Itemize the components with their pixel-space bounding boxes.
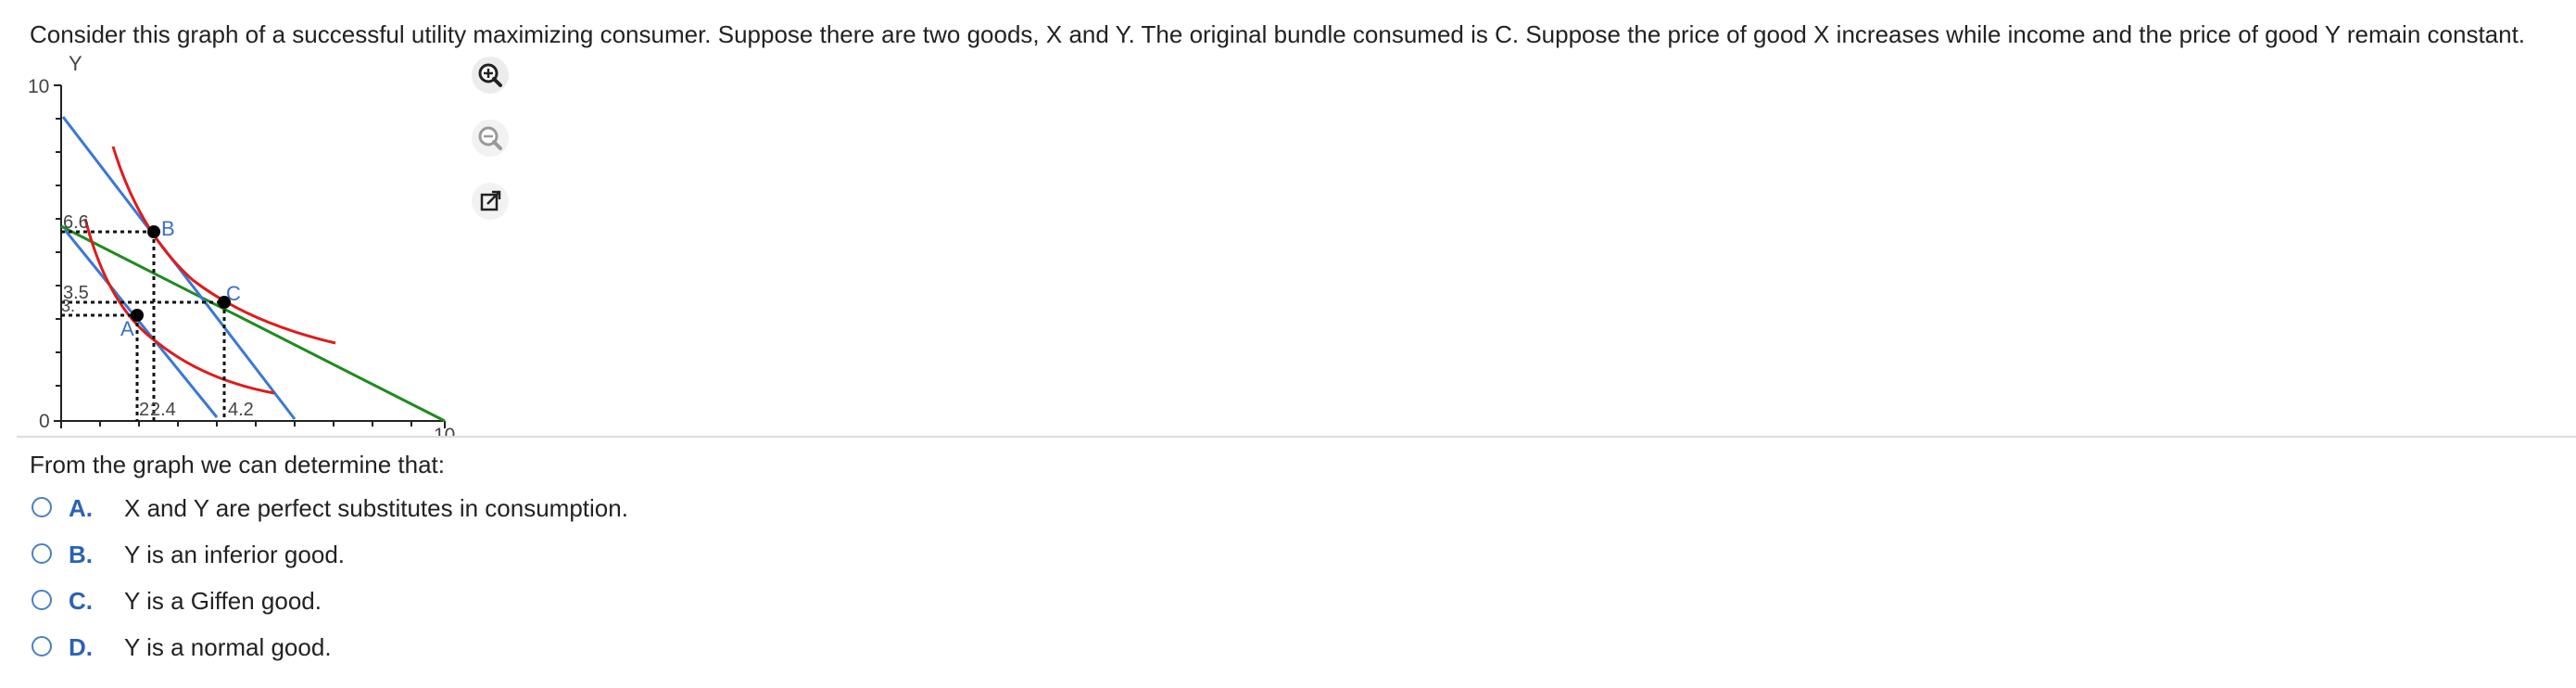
radio-button[interactable] <box>32 497 52 517</box>
choice-letter: D. <box>69 633 93 661</box>
point-b-marker <box>147 225 160 238</box>
dotted-guides <box>61 230 226 421</box>
radio-button[interactable] <box>32 590 52 610</box>
y-axis-label: Y <box>69 52 82 75</box>
question-text: Consider this graph of a successful util… <box>30 20 2526 48</box>
zoom-out-icon <box>472 120 509 157</box>
y-label-c: 3.5 <box>63 283 89 303</box>
budget-line-blue-inner <box>63 229 219 418</box>
x-ticks <box>60 421 446 428</box>
budget-line-green <box>60 224 446 423</box>
section-divider <box>17 436 2576 438</box>
point-a-label: A <box>120 317 134 340</box>
point-b-label: B <box>161 217 175 240</box>
question-prompt: From the graph we can determine that: <box>30 451 446 478</box>
x-label-b: 2.4 <box>150 400 176 420</box>
indifference-curve-lower <box>83 218 275 395</box>
origin-label: 0 <box>39 411 50 432</box>
choice-letter: B. <box>69 541 93 568</box>
y-top-tick-label: 10 <box>28 76 49 97</box>
radio-button[interactable] <box>32 543 52 564</box>
economics-graph: Y 10 0 10 6.6 3.5 3. 2 2.4 4.2 B C A <box>28 52 455 436</box>
choice-text: Y is a Giffen good. <box>124 587 322 615</box>
x-label-a: 2 <box>139 400 149 420</box>
popout-button[interactable] <box>471 182 510 221</box>
x-right-tick-label: 10 <box>434 425 455 436</box>
choice-text: X and Y are perfect substitutes in consu… <box>124 494 628 522</box>
y-label-a: 3. <box>61 297 75 315</box>
radio-button[interactable] <box>32 636 52 656</box>
zoom-out-button[interactable] <box>471 119 510 158</box>
external-link-icon <box>472 183 509 220</box>
y-ticks <box>54 84 61 422</box>
choice-letter: C. <box>69 587 93 615</box>
point-a-marker <box>131 309 144 322</box>
point-c-label: C <box>226 282 241 305</box>
point-c-marker <box>218 296 231 309</box>
y-label-b: 6.6 <box>63 212 89 233</box>
indifference-curve-upper <box>111 146 336 345</box>
zoom-in-button[interactable] <box>471 56 510 95</box>
zoom-in-icon <box>472 57 509 94</box>
choice-letter: A. <box>69 494 93 522</box>
x-label-c: 4.2 <box>228 400 254 420</box>
choice-text: Y is a normal good. <box>124 633 332 661</box>
choice-text: Y is an inferior good. <box>124 541 345 568</box>
